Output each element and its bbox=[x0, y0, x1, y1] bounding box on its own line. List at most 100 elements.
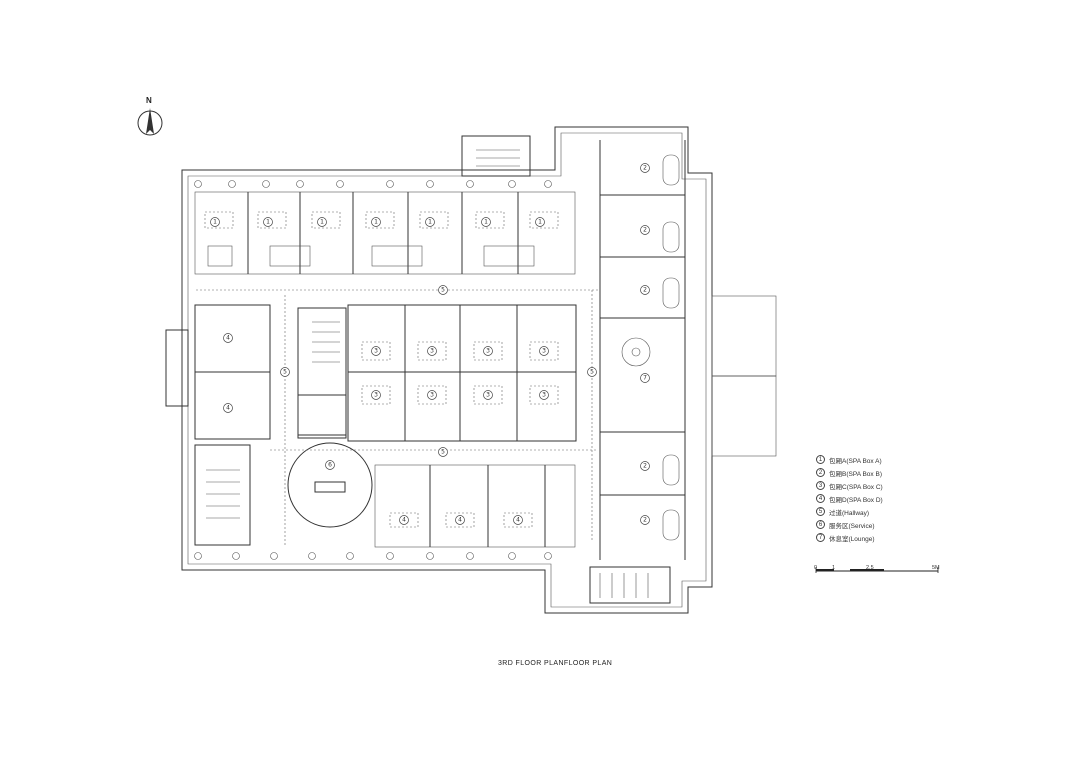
room-tag: 3 bbox=[427, 346, 437, 356]
room-tag: 5 bbox=[438, 447, 448, 457]
room-tag: 6 bbox=[325, 460, 335, 470]
legend-number: 5 bbox=[816, 507, 825, 516]
room-tags: 1 1 1 1 1 1 1 2 2 2 2 2 3 3 3 3 3 3 3 3 4 4 4 4 4 5 5 5 5 6 7 bbox=[210, 163, 650, 525]
column bbox=[232, 552, 240, 560]
room-tag: 5 bbox=[587, 367, 597, 377]
scale-label-3: 5M bbox=[932, 565, 940, 571]
column bbox=[346, 552, 354, 560]
svg-text:1: 1 bbox=[428, 219, 432, 226]
legend-item: 6 服务区(Service) bbox=[816, 518, 946, 531]
svg-text:4: 4 bbox=[516, 517, 520, 524]
room-tag: 3 bbox=[427, 390, 437, 400]
svg-text:1: 1 bbox=[484, 219, 488, 226]
room-tag: 4 bbox=[399, 515, 409, 525]
room-tag: 1 bbox=[263, 217, 273, 227]
legend-number: 6 bbox=[816, 520, 825, 529]
column bbox=[508, 180, 516, 188]
column bbox=[544, 552, 552, 560]
svg-text:1: 1 bbox=[538, 219, 542, 226]
column bbox=[296, 180, 304, 188]
column bbox=[194, 180, 202, 188]
svg-text:3: 3 bbox=[430, 348, 434, 355]
hallways bbox=[196, 289, 598, 545]
room-tag: 7 bbox=[640, 373, 650, 383]
room-tag: 5 bbox=[438, 285, 448, 295]
svg-text:3: 3 bbox=[542, 348, 546, 355]
scale-label-2: 2.5 bbox=[866, 565, 874, 571]
legend-text: 休息室(Lounge) bbox=[829, 535, 875, 543]
column bbox=[426, 552, 434, 560]
svg-text:2: 2 bbox=[643, 517, 647, 524]
room-tag: 3 bbox=[539, 390, 549, 400]
svg-text:3: 3 bbox=[430, 392, 434, 399]
spa-box-row-top bbox=[194, 191, 576, 275]
room-tag: 1 bbox=[535, 217, 545, 227]
legend-text: 服务区(Service) bbox=[829, 522, 875, 530]
legend-text: 包厢B(SPA Box B) bbox=[829, 470, 882, 478]
svg-text:1: 1 bbox=[213, 219, 217, 226]
legend-number: 2 bbox=[816, 468, 825, 477]
room-tag: 4 bbox=[223, 403, 233, 413]
legend-text: 包厢D(SPA Box D) bbox=[829, 496, 883, 504]
legend-item: 2 包厢B(SPA Box B) bbox=[816, 466, 946, 479]
spa-box-row-bottom bbox=[374, 464, 671, 604]
svg-text:3: 3 bbox=[374, 392, 378, 399]
room-tag: 1 bbox=[210, 217, 220, 227]
column bbox=[262, 180, 270, 188]
column bbox=[386, 552, 394, 560]
svg-text:6: 6 bbox=[328, 462, 332, 469]
building-outline bbox=[165, 126, 777, 614]
spa-box-grid-center bbox=[347, 304, 577, 442]
column bbox=[466, 552, 474, 560]
north-label: N bbox=[146, 96, 152, 105]
svg-text:2: 2 bbox=[643, 165, 647, 172]
column bbox=[228, 180, 236, 188]
room-tag: 1 bbox=[317, 217, 327, 227]
legend-text: 过道(Hallway) bbox=[829, 509, 870, 517]
svg-text:5: 5 bbox=[441, 449, 445, 456]
column bbox=[544, 180, 552, 188]
room-tag: 1 bbox=[371, 217, 381, 227]
room-tag: 4 bbox=[223, 333, 233, 343]
svg-text:4: 4 bbox=[402, 517, 406, 524]
room-tag: 2 bbox=[640, 285, 650, 295]
room-tag: 4 bbox=[455, 515, 465, 525]
room-tag: 2 bbox=[640, 225, 650, 235]
svg-text:2: 2 bbox=[643, 463, 647, 470]
room-tag: 4 bbox=[513, 515, 523, 525]
svg-text:5: 5 bbox=[441, 287, 445, 294]
room-tag: 1 bbox=[425, 217, 435, 227]
scale-label-0: 0 bbox=[814, 565, 818, 571]
room-tag: 2 bbox=[640, 515, 650, 525]
legend-item: 5 过道(Hallway) bbox=[816, 505, 946, 518]
column bbox=[466, 180, 474, 188]
svg-text:4: 4 bbox=[458, 517, 462, 524]
svg-text:4: 4 bbox=[226, 405, 230, 412]
svg-text:7: 7 bbox=[643, 375, 647, 382]
room-tag: 2 bbox=[640, 163, 650, 173]
column bbox=[270, 552, 278, 560]
north-arrow-icon bbox=[137, 108, 163, 136]
column bbox=[336, 180, 344, 188]
facade-columns bbox=[194, 180, 552, 560]
svg-text:1: 1 bbox=[374, 219, 378, 226]
svg-text:5: 5 bbox=[283, 369, 287, 376]
svg-text:3: 3 bbox=[374, 348, 378, 355]
room-tag: 3 bbox=[539, 346, 549, 356]
legend-text: 包厢A(SPA Box A) bbox=[829, 457, 882, 465]
svg-text:3: 3 bbox=[486, 392, 490, 399]
spa-box-column-right bbox=[599, 140, 686, 560]
room-tag: 3 bbox=[483, 346, 493, 356]
legend-text: 包厢C(SPA Box C) bbox=[829, 483, 883, 491]
svg-text:1: 1 bbox=[266, 219, 270, 226]
column bbox=[194, 552, 202, 560]
svg-text:3: 3 bbox=[542, 392, 546, 399]
svg-text:4: 4 bbox=[226, 335, 230, 342]
plan-caption: 3RD FLOOR PLANFLOOR PLAN bbox=[498, 660, 613, 667]
left-wing bbox=[194, 304, 347, 546]
svg-text:1: 1 bbox=[320, 219, 324, 226]
room-tag: 3 bbox=[483, 390, 493, 400]
